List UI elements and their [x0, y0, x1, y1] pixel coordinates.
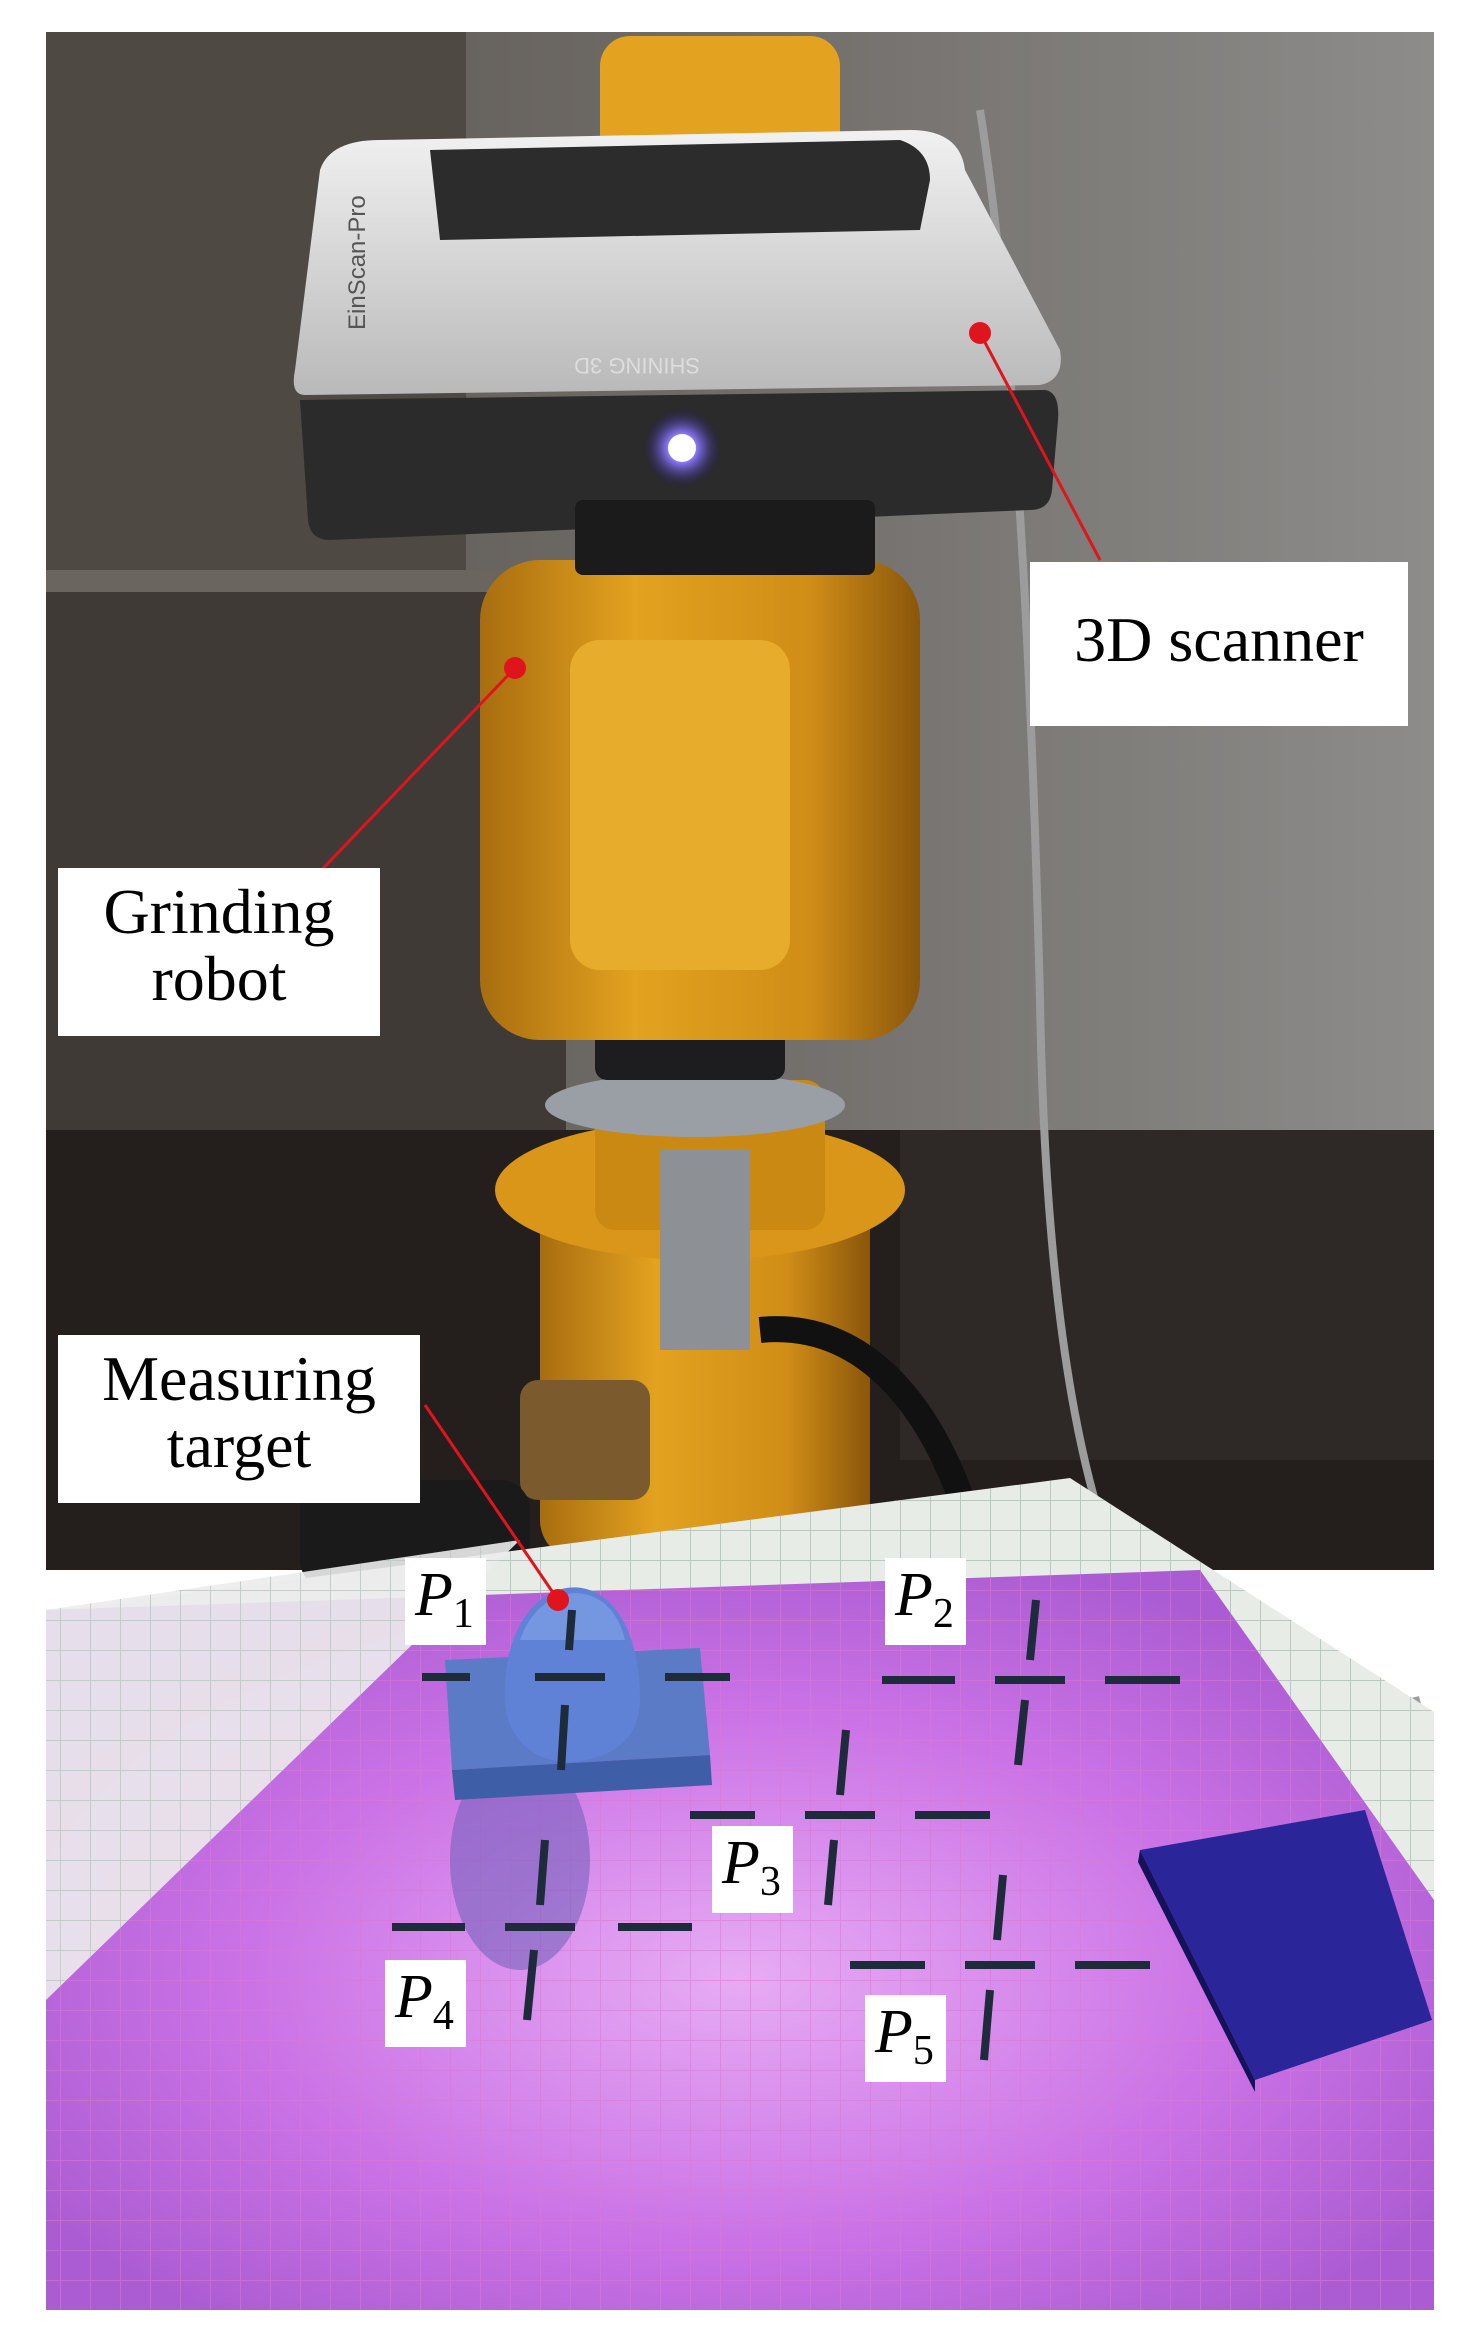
- point-label-p3-index: 3: [759, 1859, 781, 1905]
- scanner-brand-text: EinScan-Pro: [344, 195, 371, 330]
- point-label-p2-index: 2: [932, 1591, 954, 1637]
- point-label-p4: P4: [385, 1960, 466, 2047]
- callout-grinding-robot: Grinding robot: [58, 868, 380, 1036]
- 3d-scanner: EinScan-Pro SHINING 3D: [293, 130, 1061, 575]
- callout-3d-scanner-label: 3D scanner: [1074, 604, 1364, 675]
- point-label-p3-letter: P: [722, 1829, 760, 1897]
- target-marker-dot: [547, 1589, 569, 1611]
- blue-pad: [1140, 1810, 1432, 2080]
- point-label-p1: P1: [405, 1558, 486, 1645]
- point-label-p1-letter: P: [415, 1561, 453, 1629]
- point-label-p4-letter: P: [395, 1963, 433, 2031]
- callout-target-line2: target: [166, 1410, 312, 1482]
- desk-top-right: [900, 1130, 1434, 1460]
- callout-robot-line1: Grinding: [103, 876, 335, 947]
- shelf-edge: [46, 570, 546, 592]
- scanner-marker-dot: [969, 322, 991, 344]
- callout-3d-scanner: 3D scanner: [1030, 562, 1408, 726]
- point-label-p2-letter: P: [895, 1561, 933, 1629]
- grinding-robot: [300, 36, 993, 1590]
- point-label-p3: P3: [712, 1826, 793, 1913]
- callout-measuring-target: Measuring target: [58, 1335, 420, 1503]
- crosshair-markers: [392, 1599, 1180, 2061]
- robot-marker-dot: [504, 657, 526, 679]
- point-label-p2: P2: [885, 1558, 966, 1645]
- scanner-maker-text: SHINING 3D: [574, 353, 700, 378]
- callout-robot-line2: robot: [151, 943, 287, 1015]
- callout-pointers: [308, 322, 1102, 1611]
- point-label-p4-index: 4: [432, 1993, 454, 2039]
- point-label-p1-index: 1: [452, 1591, 474, 1637]
- callout-target-line1: Measuring: [102, 1343, 376, 1414]
- point-label-p5-letter: P: [875, 1998, 913, 2066]
- point-label-p5-index: 5: [912, 2028, 934, 2074]
- point-label-p5: P5: [865, 1995, 946, 2082]
